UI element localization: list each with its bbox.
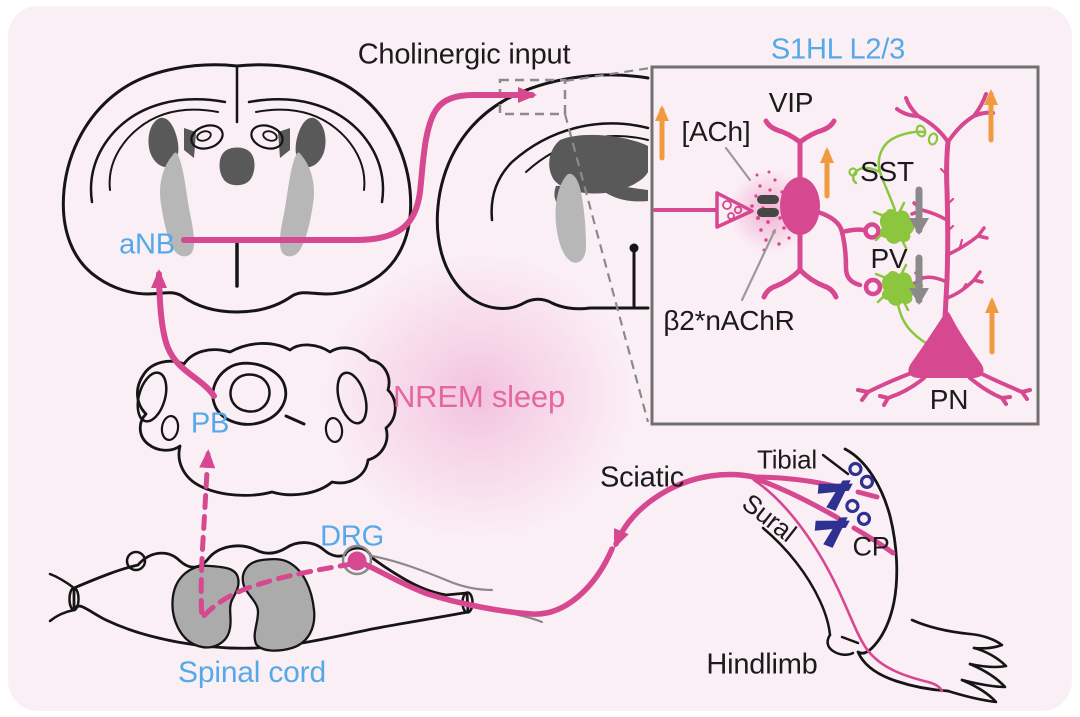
pv-neuron — [874, 263, 944, 356]
spinal-to-pb-arrow — [198, 449, 355, 621]
drg-capsule — [341, 544, 373, 576]
vip-pv-bouton — [863, 277, 883, 297]
vip-label: VIP — [768, 87, 814, 118]
cholinergic-input-label: Cholinergic input — [357, 38, 571, 71]
cp-nerve — [751, 475, 841, 521]
sst-neuron — [848, 124, 939, 250]
pn-label: PN — [929, 384, 969, 415]
sst-bouton — [915, 124, 927, 138]
cholinergic-terminal — [653, 191, 754, 229]
tibial-nerve-stub — [855, 489, 880, 500]
nrem-glow — [320, 250, 636, 542]
tibial-label: Tibial — [757, 444, 817, 475]
nachr-receptor-icon — [757, 195, 779, 217]
zoom-region-indicator — [498, 66, 651, 423]
vip-neuron — [761, 118, 883, 300]
receptor-label: β2*nAChR — [663, 305, 795, 336]
pb-to-anb-arrow — [151, 269, 217, 399]
pv-label: PV — [870, 243, 908, 274]
receptor-pointer-line — [740, 228, 777, 302]
sural-nerve — [752, 478, 944, 693]
ach-pointer-line — [724, 146, 752, 182]
tibial-pointer-line — [821, 453, 850, 476]
sst-bouton — [927, 132, 939, 146]
sciatic-label: Sciatic — [599, 461, 685, 494]
anb-to-cortex-arrow — [181, 87, 537, 243]
inset-title: S1HL L2/3 — [770, 33, 906, 66]
drg-label: DRG — [320, 520, 384, 553]
anb-label: aNB — [119, 228, 175, 261]
spinal-cord-section — [48, 541, 544, 652]
ach-label: [ACh] — [681, 116, 751, 147]
cp-label: CP — [852, 531, 890, 562]
cp-nerve-stub — [851, 525, 896, 556]
sciatic-nerve-path — [354, 546, 615, 617]
brain-sagittal-section — [435, 73, 650, 311]
pb-label: PB — [190, 407, 230, 440]
sciatic-nerve-arrow — [613, 471, 757, 549]
spinal-cord-label: Spinal cord — [178, 656, 326, 689]
zoom-inset-box — [650, 65, 1040, 426]
brain-coronal-section — [61, 63, 413, 314]
nrem-sleep-label: NREM sleep — [393, 379, 565, 414]
drg-soma-dot — [347, 551, 367, 571]
hindlimb-drawing — [761, 447, 1008, 704]
sst-label: SST — [860, 156, 914, 187]
hindlimb-label: Hindlimb — [706, 648, 818, 681]
vip-sst-bouton — [863, 222, 881, 240]
